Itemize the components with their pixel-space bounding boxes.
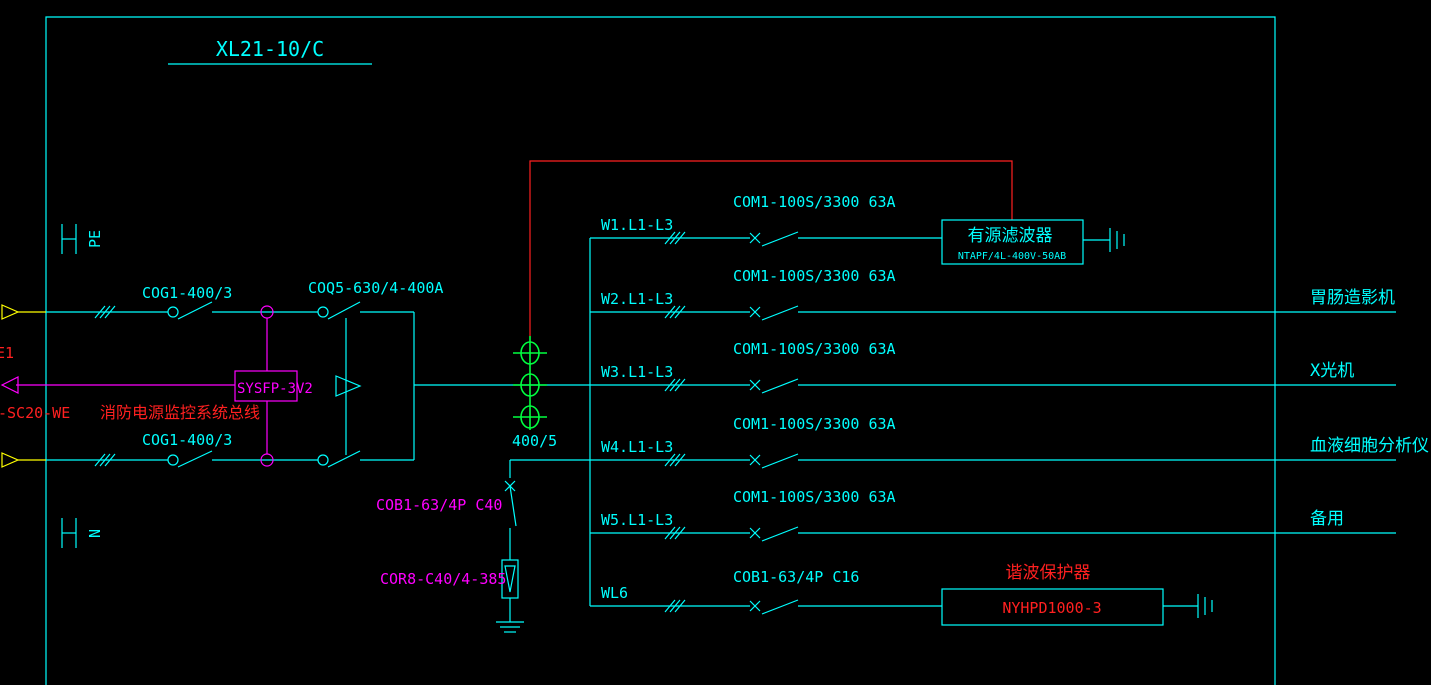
circuit-load-label: X光机 [1310, 361, 1354, 381]
circuit-load-label: 血液细胞分析仪 [1310, 436, 1429, 456]
active-filter [941, 219, 1125, 265]
pe-bus-symbol [61, 224, 77, 254]
circuit-id-label: WL6 [601, 584, 628, 602]
circuit-breaker-label: COM1-100S/3300 63A [733, 488, 896, 506]
harmonic-model: NYHPD1000-3 [1002, 599, 1101, 617]
incoming-breaker-2-label: COG1-400/3 [142, 431, 232, 449]
fire-bus-note: 消防电源监控系统总线 [100, 403, 260, 422]
current-transformers [513, 336, 547, 430]
circuit-2 [590, 305, 1396, 321]
circuit-1 [590, 231, 942, 247]
pe-label: PE [86, 230, 104, 248]
circuit-load-label: 备用 [1310, 509, 1344, 529]
circuit-breaker-label: COM1-100S/3300 63A [733, 415, 896, 433]
fire-monitor-module-label: SYSFP-3V2 [237, 381, 313, 397]
circuit-id-label: W5.L1-L3 [601, 511, 673, 529]
circuit-breaker-label: COM1-100S/3300 63A [733, 267, 896, 285]
circuit-load-label: 胃肠造影机 [1310, 288, 1395, 308]
harmonic-title: 谐波保护器 [1006, 563, 1091, 583]
circuit-id-label: W4.L1-L3 [601, 438, 673, 456]
incoming-feeder-2 [1, 450, 329, 468]
incoming-feeder-1 [1, 301, 329, 320]
left-cut-label-2: -SC20-WE [0, 404, 70, 422]
n-bus-symbol [61, 518, 77, 548]
circuit-id-label: W3.L1-L3 [601, 363, 673, 381]
panel-frame [45, 16, 1276, 685]
ats-label: COQ5-630/4-400A [308, 279, 443, 297]
ct-ratio-label: 400/5 [512, 432, 557, 450]
harmonic-protector [941, 588, 1213, 626]
circuit-id-label: W1.L1-L3 [601, 216, 673, 234]
spd-branch [496, 459, 590, 633]
left-cut-label-1: E1 [0, 344, 14, 362]
filter-model: NTAPF/4L-400V-50AB [958, 251, 1066, 262]
circuit-5 [590, 526, 1396, 542]
circuit-6 [590, 599, 942, 615]
filter-name: 有源滤波器 [968, 226, 1053, 246]
spd-breaker-label: COB1-63/4P C40 [376, 496, 502, 514]
filter-signal-line [529, 160, 1013, 336]
circuit-4 [590, 453, 1396, 469]
circuit-3 [590, 378, 1396, 394]
n-label: N [86, 529, 104, 538]
circuit-breaker-label: COM1-100S/3300 63A [733, 193, 896, 211]
fire-monitor-module [0, 305, 298, 467]
incoming-breaker-1-label: COG1-400/3 [142, 284, 232, 302]
circuit-breaker-label: COB1-63/4P C16 [733, 568, 859, 586]
circuit-breaker-label: COM1-100S/3300 63A [733, 340, 896, 358]
panel-title: XL21-10/C [216, 37, 324, 61]
spd-device-label: COR8-C40/4-385 [380, 570, 506, 588]
ats-switch [327, 301, 590, 468]
circuit-id-label: W2.L1-L3 [601, 290, 673, 308]
